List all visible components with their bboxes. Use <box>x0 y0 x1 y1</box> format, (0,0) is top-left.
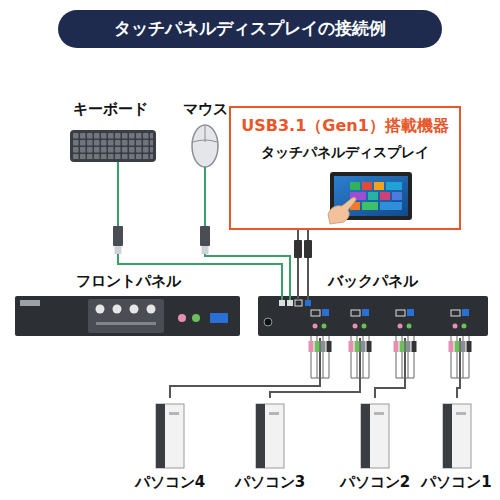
title-bar <box>58 10 442 48</box>
keyboard-icon <box>70 130 156 172</box>
cable-connector <box>205 172 290 272</box>
mouse-icon <box>192 125 218 172</box>
cable-connector <box>270 338 360 398</box>
pc-icon <box>361 404 389 468</box>
keyboard-node: キーボード <box>62 100 158 172</box>
title-banner: タッチパネルディスプレイの接続例 <box>58 10 442 48</box>
back-panel-icon <box>258 296 488 336</box>
cable-connector <box>375 338 405 398</box>
device-label: マウス <box>183 100 228 119</box>
device-label: パソコン3 <box>235 473 305 492</box>
cable-connector <box>170 338 320 398</box>
device-label: バックパネル <box>328 272 418 291</box>
pc-icon <box>256 404 284 468</box>
pc-node: パソコン2 <box>334 398 417 496</box>
back-panel-node: バックパネル <box>255 272 490 338</box>
pc-node: パソコン1 <box>415 398 498 496</box>
pc-icon <box>156 404 184 468</box>
display-icon <box>328 172 412 224</box>
device-caption: タッチパネルディスプレイ <box>261 144 429 162</box>
device-label: USB3.1（Gen1）搭載機器 <box>241 116 449 136</box>
device-label: パソコン1 <box>421 473 491 492</box>
device-label: パソコン4 <box>135 473 205 492</box>
pc-icon <box>443 404 471 468</box>
pc-node: パソコン4 <box>129 398 212 496</box>
pc-node: パソコン3 <box>229 398 312 496</box>
front-panel-icon <box>15 296 240 336</box>
device-label: フロントパネル <box>76 272 181 291</box>
device-label: パソコン2 <box>340 473 410 492</box>
device-box: USB3.1（Gen1）搭載機器タッチパネルディスプレイ <box>229 106 461 230</box>
front-panel-node: フロントパネル <box>12 272 244 338</box>
title-text: タッチパネルディスプレイの接続例 <box>114 18 386 39</box>
device-label: キーボード <box>73 100 148 119</box>
